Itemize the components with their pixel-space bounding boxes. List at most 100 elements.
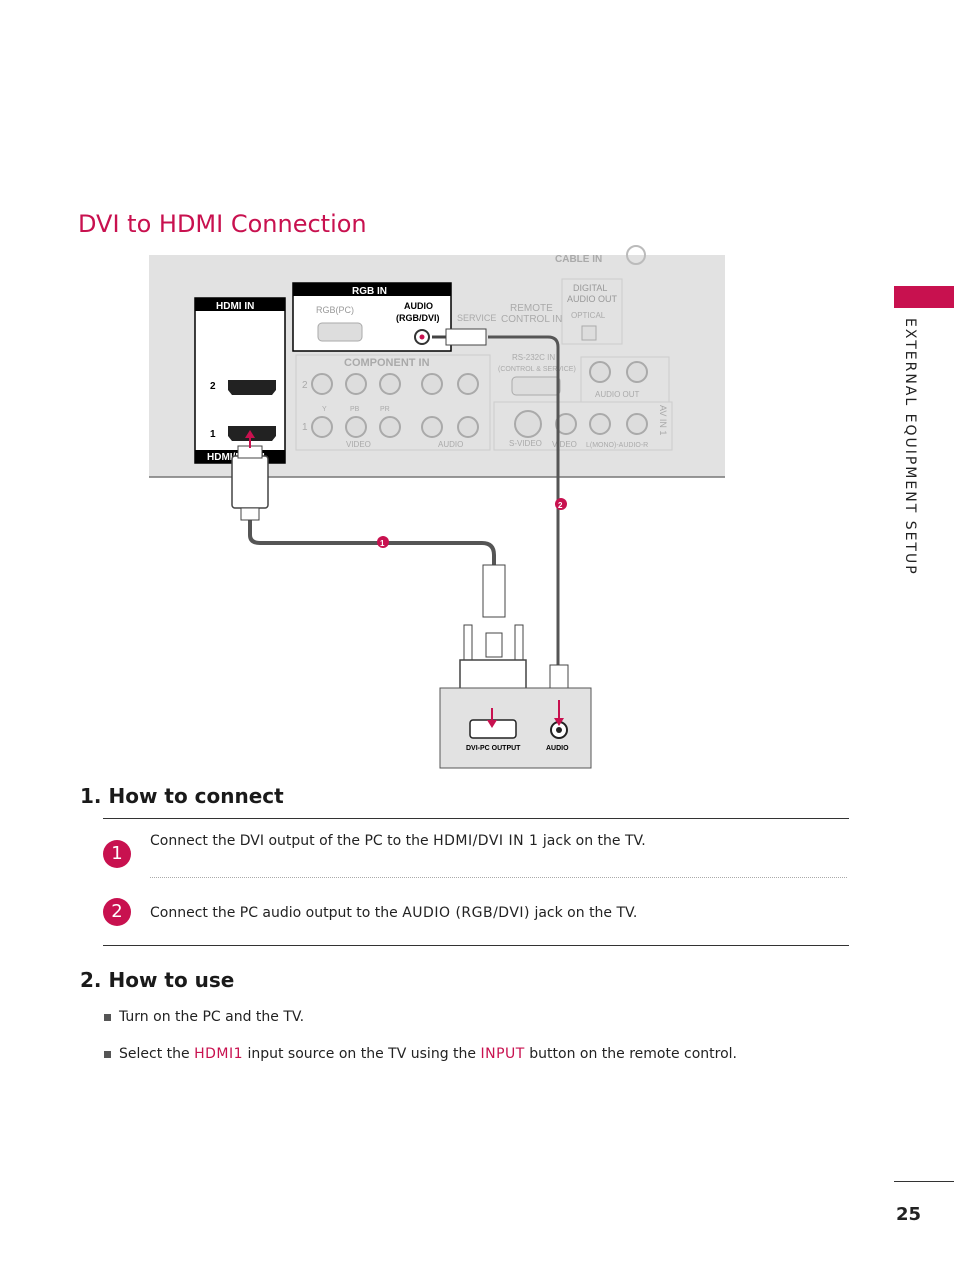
dvi-screw-right	[514, 624, 524, 661]
input-highlight: INPUT	[480, 1046, 525, 1062]
page-number: 25	[896, 1204, 922, 1225]
cable-marker-1-label: 1	[380, 539, 385, 548]
rgb-audio-label: AUDIO	[404, 301, 433, 311]
section-rule	[103, 818, 849, 819]
component-jack	[345, 373, 367, 395]
digital-audio-out-label: AUDIO OUT	[567, 294, 618, 304]
page-title: DVI to HDMI Connection	[78, 210, 367, 238]
component-box	[295, 354, 491, 451]
av-video-jack	[555, 413, 577, 435]
audio-cable	[488, 335, 560, 665]
rgb-pc-label: RGB(PC)	[316, 305, 354, 315]
use-bullet-2-mid: input source on the TV using the	[243, 1046, 481, 1062]
remote-label: REMOTE	[510, 303, 553, 314]
rgb-audio-jack-core	[419, 334, 425, 340]
section-side-label: EXTERNAL EQUIPMENT SETUP	[902, 318, 918, 576]
step-2-number: 2	[103, 898, 131, 926]
svideo-label: S-VIDEO	[509, 439, 542, 448]
dvi-adapter-neck	[485, 632, 503, 658]
step-2-key: AUDIO (RGB/DVI)	[402, 905, 530, 921]
how-to-connect-heading: 1. How to connect	[80, 784, 284, 808]
connection-diagram: CABLE IN HDMI IN HDMI/DVI IN 2 1 RGB IN …	[149, 245, 725, 769]
component-row-2: 2	[302, 380, 308, 391]
component-jack	[457, 373, 479, 395]
component-jack	[457, 416, 479, 438]
digital-audio-box	[561, 278, 623, 345]
component-row-1: 1	[302, 422, 308, 433]
dvi-pc-output-label: DVI-PC OUTPUT	[466, 745, 521, 752]
rs232-sub-label: (CONTROL & SERVICE)	[498, 366, 576, 373]
dvi-arrow	[487, 720, 497, 728]
step-1-text: Connect the DVI output of the PC to the …	[150, 833, 646, 849]
hdmi-cable	[248, 520, 496, 565]
cable-marker-2-label: 2	[558, 501, 563, 510]
use-bullet-2-post: button on the remote control.	[524, 1046, 737, 1062]
optical-label: OPTICAL	[571, 311, 606, 320]
audio-out-jack-r	[626, 361, 648, 383]
av-in-box	[493, 401, 673, 451]
digital-label: DIGITAL	[573, 283, 607, 293]
hdmi-plug-strain	[240, 507, 260, 521]
component-jack	[421, 416, 443, 438]
bullet-square-icon	[104, 1050, 111, 1058]
step-1-pre: Connect the DVI output of the PC to the	[150, 833, 434, 849]
rgb-audio-sub-label: (RGB/DVI)	[396, 313, 440, 323]
component-label: COMPONENT IN	[344, 357, 430, 369]
step-1-number: 1	[103, 840, 131, 868]
audio-arrow	[554, 718, 564, 726]
pc-audio-jack-core	[556, 727, 562, 733]
page-number-rule	[894, 1181, 954, 1182]
use-bullet-2: Select the HDMI1 input source on the TV …	[104, 1046, 737, 1062]
rs232-port	[511, 376, 561, 396]
y-label: Y	[322, 406, 327, 413]
hdmi-in-label: HDMI IN	[216, 301, 254, 312]
audio-plug-tv	[445, 328, 487, 346]
av-audio-r-jack	[626, 413, 648, 435]
audio-out-label: AUDIO OUT	[595, 390, 640, 399]
component-jack	[345, 416, 367, 438]
hdmi-arrow	[245, 430, 255, 438]
remote-label-2: CONTROL IN	[501, 314, 562, 325]
hdmi-plug	[231, 455, 269, 509]
how-to-use-heading: 2. How to use	[80, 968, 235, 992]
component-jack	[379, 373, 401, 395]
cable-in-label: CABLE IN	[555, 254, 602, 265]
hdmi-port-1-label: 1	[210, 429, 216, 440]
component-jack	[421, 373, 443, 395]
rgb-in-header	[293, 283, 451, 296]
mono-audio-label: L(MONO)-AUDIO-R	[586, 442, 648, 449]
step-2-pre: Connect the PC audio output to the	[150, 905, 403, 921]
use-bullet-2-pre: Select the	[119, 1046, 195, 1062]
rs232-label: RS-232C IN	[512, 353, 555, 362]
dvi-adapter-top	[482, 564, 506, 618]
step-2-post: jack on the TV.	[530, 905, 638, 921]
step-2-text: Connect the PC audio output to the AUDIO…	[150, 905, 637, 921]
component-jack	[311, 373, 333, 395]
svideo-jack	[514, 410, 542, 438]
step-1-post: jack on the TV.	[538, 833, 646, 849]
av-video-label: VIDEO	[552, 440, 577, 449]
hdmi-port-2	[228, 380, 276, 395]
dvi-screw-left	[463, 624, 473, 661]
step-divider	[150, 877, 847, 878]
section-tab	[894, 286, 954, 308]
pc-audio-label: AUDIO	[546, 745, 569, 752]
cable-marker-1	[377, 536, 389, 548]
rgb-pc-port	[317, 322, 363, 342]
rgb-in-label: RGB IN	[352, 286, 387, 297]
optical-port	[581, 325, 597, 341]
bullet-square-icon	[104, 1013, 111, 1021]
cable-marker-2	[555, 498, 567, 510]
use-bullet-1-text: Turn on the PC and the TV.	[119, 1009, 305, 1025]
hdmi1-highlight: HDMI1	[194, 1046, 244, 1062]
pb-label: PB	[350, 406, 360, 413]
hdmi-port-2-label: 2	[210, 381, 216, 392]
av-in-label: AV IN 1	[658, 405, 668, 435]
component-jack	[379, 416, 401, 438]
component-jack	[311, 416, 333, 438]
cable-in-jack	[626, 245, 646, 265]
audio-out-jack-l	[589, 361, 611, 383]
audio-small-label: AUDIO	[438, 440, 463, 449]
pr-label: PR	[380, 406, 390, 413]
hdmi-in-header	[195, 298, 285, 311]
